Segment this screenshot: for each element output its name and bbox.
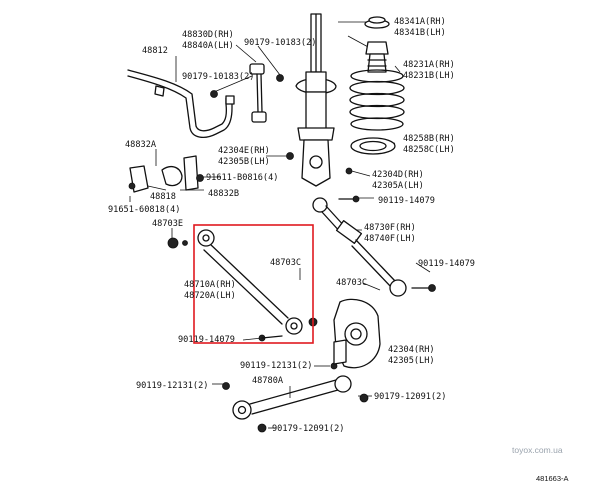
label-48740f: 48740F(LH) (364, 234, 416, 244)
figure-reference: 481663-A (536, 474, 569, 483)
label-48703c-box: 48703C (270, 258, 301, 268)
label-90179-10183-mid: 90179-10183(2) (182, 72, 254, 82)
label-48341b: 48341B(LH) (394, 28, 446, 38)
lower-arm-highlighted[interactable] (197, 229, 303, 335)
stabilizer-link[interactable] (210, 63, 284, 123)
label-48832a: 48832A (125, 140, 157, 150)
label-42304e: 42304E(RH) (218, 146, 270, 156)
label-90119-12131-left: 90119-12131(2) (136, 381, 208, 391)
label-48830d: 48830D(RH) (182, 30, 234, 40)
label-42305b: 42305B(LH) (218, 157, 270, 167)
label-90179-12091-bottom: 90179-12091(2) (272, 424, 344, 434)
part-labels: 48812 48830D(RH) 48840A(LH) 90179-10183(… (108, 17, 475, 434)
label-48258c: 48258C(LH) (403, 145, 455, 155)
label-90119-12131-top: 90119-12131(2) (240, 361, 312, 371)
watermark: toyox.com.ua (512, 445, 563, 455)
spring-upper-insulator[interactable] (364, 16, 390, 73)
trailing-arm[interactable] (312, 197, 407, 297)
label-48703e: 48703E (152, 219, 183, 229)
coil-spring[interactable] (349, 69, 405, 131)
label-48231a: 48231A(RH) (403, 60, 455, 70)
label-91651-60818: 91651-60818(4) (108, 205, 180, 215)
label-48840a: 48840A(LH) (182, 41, 234, 51)
label-48832b: 48832B (208, 189, 239, 199)
label-48730f: 48730F(RH) (364, 223, 416, 233)
label-42304: 42304(RH) (388, 345, 435, 355)
label-48258b: 48258B(RH) (403, 134, 455, 144)
label-42305a: 42305A(LH) (372, 181, 424, 191)
label-48780a: 48780A (252, 376, 284, 386)
rear-axle-carrier[interactable] (333, 298, 381, 369)
label-48231b: 48231B(LH) (403, 71, 455, 81)
stabilizer-bar[interactable] (127, 69, 235, 139)
label-42304d: 42304D(RH) (372, 170, 424, 180)
label-90179-12091-right: 90179-12091(2) (374, 392, 446, 402)
label-90119-14079-right: 90119-14079 (418, 259, 475, 269)
stabilizer-bracket[interactable] (128, 155, 204, 193)
label-48812: 48812 (142, 46, 168, 56)
shock-absorber[interactable] (286, 13, 337, 187)
spring-lower-insulator[interactable] (350, 137, 396, 155)
label-90179-10183-top: 90179-10183(2) (244, 38, 316, 48)
label-91611-b0816: 91611-B0816(4) (206, 173, 278, 183)
label-48341a: 48341A(RH) (394, 17, 446, 27)
label-42305: 42305(LH) (388, 356, 435, 366)
label-48710a: 48710A(RH) (184, 280, 236, 290)
label-90119-14079-box: 90119-14079 (178, 335, 235, 345)
label-48818: 48818 (150, 192, 176, 202)
rear-lower-arm[interactable] (232, 375, 352, 420)
label-48703c-right: 48703C (336, 278, 367, 288)
label-90119-14079-top: 90119-14079 (378, 196, 435, 206)
label-48720a: 48720A(LH) (184, 291, 236, 301)
highlight-box (193, 224, 314, 344)
